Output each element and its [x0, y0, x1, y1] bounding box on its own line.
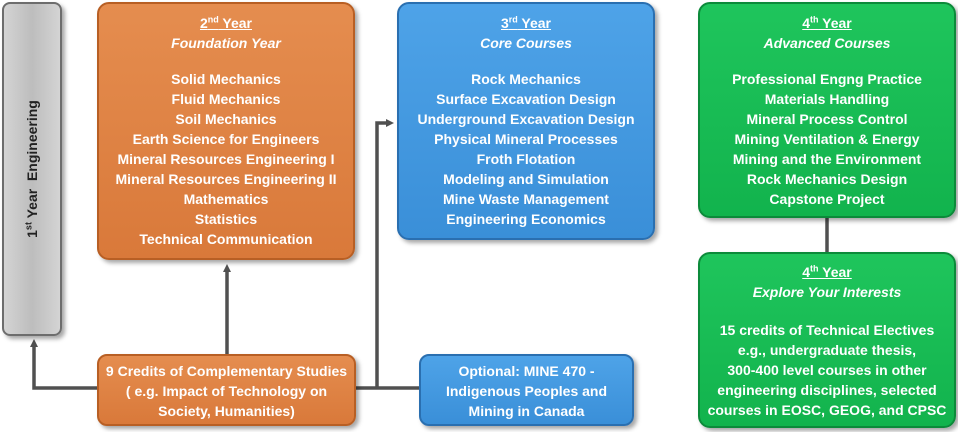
course-item: Mineral Process Control [746, 111, 908, 127]
course-item: Mining Ventilation & Energy [734, 131, 920, 147]
optional-line: Mining in Canada [468, 403, 585, 419]
complementary-studies-box: 9 Credits of Complementary Studies ( e.g… [97, 354, 356, 426]
course-item: Engineering Economics [446, 211, 606, 227]
fourth-year-explore-title: 4th Year [802, 263, 852, 280]
complementary-line: ( e.g. Impact of Technology on [125, 383, 328, 399]
fourth-year-explore-line: 15 credits of Technical Electives [719, 322, 935, 338]
course-item: Materials Handling [764, 91, 890, 107]
course-item: Underground Excavation Design [417, 111, 635, 127]
complementary-line: Society, Humanities) [158, 403, 295, 419]
second-year-courses: Solid Mechanics Fluid Mechanics Soil Mec… [99, 69, 353, 249]
second-year-title: 2nd Year [199, 14, 253, 31]
first-year-box: 1st Year Engineering [2, 2, 62, 336]
optional-line: Optional: MINE 470 - [458, 363, 595, 379]
course-item: Physical Mineral Processes [434, 131, 618, 147]
course-item: Surface Excavation Design [436, 91, 616, 107]
complementary-line: 9 Credits of Complementary Studies [105, 363, 348, 379]
course-item: Mineral Resources Engineering II [115, 171, 337, 187]
course-item: Mining and the Environment [732, 151, 922, 167]
fourth-year-explore-box: 4th Year Explore Your Interests 15 credi… [698, 252, 956, 428]
course-item: Mine Waste Management [443, 191, 609, 207]
course-item: Solid Mechanics [171, 71, 281, 87]
course-item: Mathematics [183, 191, 269, 207]
course-item: Rock Mechanics Design [746, 171, 908, 187]
course-item: Technical Communication [139, 231, 313, 247]
optional-course-box: Optional: MINE 470 - Indigenous Peoples … [419, 354, 634, 426]
course-item: Statistics [194, 211, 258, 227]
course-item: Mineral Resources Engineering I [117, 151, 335, 167]
course-item: Soil Mechanics [175, 111, 277, 127]
arrow-to-third-year [375, 119, 394, 388]
course-item: Rock Mechanics [471, 71, 581, 87]
fourth-year-advanced-box: 4th Year Advanced Courses Professional E… [698, 2, 956, 218]
third-year-courses: Rock Mechanics Surface Excavation Design… [399, 69, 653, 229]
optional-line: Indigenous Peoples and [445, 383, 608, 399]
third-year-subtitle: Core Courses [480, 35, 572, 51]
third-year-box: 3rd Year Core Courses Rock Mechanics Sur… [397, 2, 655, 240]
course-item: Modeling and Simulation [443, 171, 609, 187]
fourth-year-explore-line: e.g., undergraduate thesis, [737, 342, 917, 358]
second-year-subtitle: Foundation Year [171, 35, 281, 51]
course-item: Froth Flotation [476, 151, 576, 167]
fourth-year-explore-subtitle: Explore Your Interests [752, 284, 902, 300]
first-year-label: 1st Year Engineering [23, 100, 40, 238]
fourth-year-explore-line: courses in EOSC, GEOG, and CPSC [707, 402, 947, 418]
second-year-box: 2nd Year Foundation Year Solid Mechanics… [97, 2, 355, 260]
course-item: Professional Engng Practice [732, 71, 922, 87]
arrow-to-first-year [30, 339, 97, 390]
fourth-year-explore-line: engineering disciplines, selected [717, 382, 937, 398]
course-item: Capstone Project [769, 191, 885, 207]
course-item: Fluid Mechanics [171, 91, 281, 107]
fourth-year-advanced-courses: Professional Engng Practice Materials Ha… [700, 69, 954, 209]
fourth-year-advanced-subtitle: Advanced Courses [763, 35, 891, 51]
fourth-year-advanced-title: 4th Year [802, 14, 852, 31]
course-item: Earth Science for Engineers [132, 131, 320, 147]
fourth-year-explore-line: 300-400 level courses in other [727, 362, 927, 378]
third-year-title: 3rd Year [500, 14, 552, 31]
